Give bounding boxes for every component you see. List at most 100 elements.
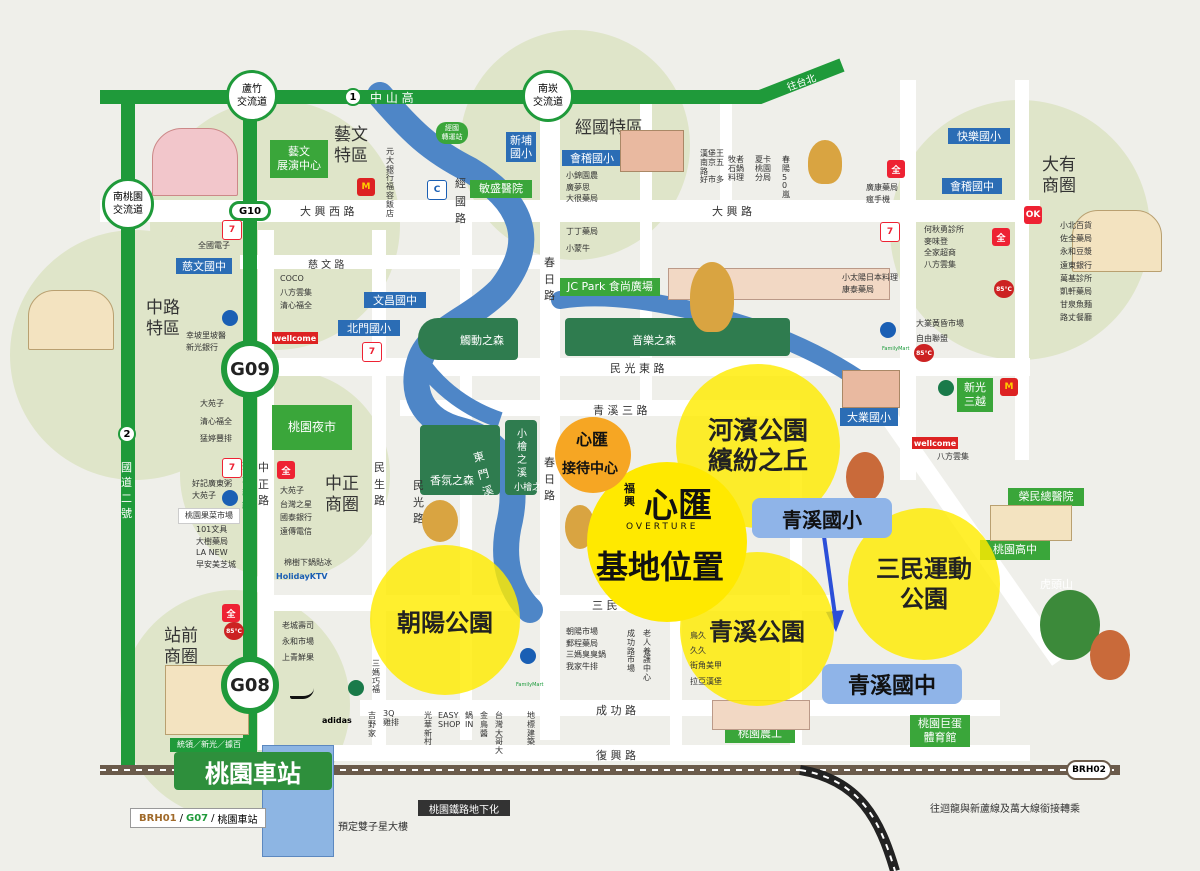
highway-1-shield: 1 <box>344 88 362 106</box>
taoyuan-station-label: 桃園車站 <box>174 752 332 790</box>
poi-right-col: 鳥久 久久 街角美甲 拉亞漢堡 <box>690 631 722 686</box>
metro-g08[interactable]: G08 <box>221 656 279 714</box>
label-xiangqi: 香氛之森 <box>430 474 474 487</box>
building-dayou <box>1072 210 1162 272</box>
poi-v8: 3Q 雞排 <box>383 709 399 727</box>
poi-left-2: 幸坡里坡醫 新光銀行 <box>186 331 226 352</box>
road-xiaotan-label: 小檜之溪 <box>517 429 527 479</box>
building-rongmin <box>990 505 1072 541</box>
poi-left-5: 桃園果菜市場 <box>178 508 240 524</box>
poi-left-3: 大苑子 清心福全 猛婷豐排 <box>200 399 232 444</box>
site-brand-en: OVERTURE <box>626 522 699 532</box>
label-chudong: 觸動之森 <box>460 334 504 347</box>
metro-g09-text: G09 <box>230 358 270 380</box>
poi-v15: 老 人 養 護 中 心 <box>643 629 651 682</box>
metro-taipei-icon-4 <box>222 490 238 506</box>
metro-g09[interactable]: G09 <box>221 340 279 398</box>
school-kuaile: 快樂國小 <box>948 128 1010 144</box>
poi-v1: 元大銀行 福容飯店 <box>386 147 394 218</box>
underground-label: 桃園鐵路地下化 <box>418 800 510 816</box>
metro-taipei-icon <box>222 310 238 326</box>
metro-taipei-icon-3 <box>520 648 536 664</box>
road-daxing-label: 大 興 路 <box>712 205 752 218</box>
transfer-label: 往迴龍與新蘆線及萬大線銜接轉乘 <box>930 804 1080 815</box>
brh01-caption: BRH01 / G07 / 桃園車站 <box>130 808 267 828</box>
seven-eleven-icon-3: 7 <box>880 222 900 242</box>
seven-eleven-icon-4: 7 <box>222 458 242 478</box>
poi-right-3: 大業黃昏市場 自由聯盟 <box>916 319 964 344</box>
reception-label: 接待中心 <box>562 461 618 477</box>
interchange-nankan: 南崁 交流道 <box>522 70 574 122</box>
label-xinguang: 新光 三越 <box>957 378 993 412</box>
familymart-icon-2: FamilyMart <box>516 682 544 688</box>
poi-jingguo: 小錦園農 廣夢思 大很藥局 <box>566 171 598 204</box>
school-wenchang: 文昌國中 <box>364 292 426 308</box>
label-night-market: 桃園夜市 <box>272 405 352 450</box>
pxmart-icon: 全 <box>277 461 295 479</box>
highway-2-number: 2 <box>123 428 131 440</box>
metro-g10-text: G10 <box>238 205 262 217</box>
poi-v18: 吉 野 家 <box>368 711 376 738</box>
site-brand-prefix: 福 興 <box>624 482 635 509</box>
road-zhongzheng-label: 中正路 <box>258 461 269 507</box>
label-xiaotan: 小檜之森 <box>514 483 551 493</box>
highway-zhongshan-label: 中 山 高 <box>370 91 414 105</box>
school-huiji: 會稽國小 <box>562 150 622 166</box>
poi-v9: 光 華 新 村 <box>424 711 432 747</box>
highway-guodao2-label: 國道二號 <box>121 461 132 521</box>
interchange-nantaoyuan: 南桃園 交流道 <box>102 178 154 230</box>
g07-text: G07 <box>185 812 209 824</box>
road-fuxing-label: 復 興 路 <box>596 749 636 762</box>
label-hulu: 虎頭山 <box>1040 578 1073 591</box>
poi-left-1: 全國電子 <box>198 241 230 250</box>
road-chunri <box>540 100 560 740</box>
district-zhanqian: 站前 商圈 <box>164 626 198 668</box>
pxmart-icon-4: 全 <box>222 604 240 622</box>
pxmart-icon-2: 全 <box>887 160 905 178</box>
poi-jc: 丁丁藥局 小蒙牛 <box>566 227 598 253</box>
poi-right-1: 何秋勇診所 麥味登 全家超商 八方雲集 <box>924 225 964 269</box>
poi-v6: 三媽 巧福 <box>372 659 380 695</box>
road-minsheng-label: 民生路 <box>374 461 385 507</box>
reception-circle <box>555 417 631 493</box>
highway-2-shield: 2 <box>118 425 136 443</box>
holiday-ktv-icon: HolidayKTV <box>276 572 328 581</box>
mcdonalds-icon: M <box>357 178 375 196</box>
tree-1 <box>808 140 842 184</box>
road-chunri2-label: 春日路 <box>544 456 555 502</box>
school-daye: 大業國小 <box>840 408 898 426</box>
poi-right-5: 八方雲集 <box>937 452 969 461</box>
poi-v12: 金 鳥 醬 <box>480 711 488 738</box>
road-chunri-label: 春日路 <box>544 256 555 302</box>
poi-dayou-right: 小太陽日本料理 康泰藥局 <box>842 273 898 294</box>
label-jingguo-station: 經國 轉運站 <box>436 122 468 144</box>
sep-1: / <box>179 812 183 824</box>
school-xinpu: 新埔 國小 <box>506 132 536 162</box>
district-zhonglu: 中路 特區 <box>146 298 180 340</box>
poi-left-6: 101文具 大樹藥局 LA NEW 早安美芝城 <box>196 525 236 569</box>
carrefour-icon: C <box>427 180 447 200</box>
park-xiaotan <box>505 420 537 495</box>
poi-mid-3: 棉樹下鍋貼冰 <box>284 558 332 567</box>
wellcome-icon-2: wellcome <box>912 437 958 449</box>
building-jingguo-hall <box>620 130 684 172</box>
site-label: 基地位置 <box>596 548 725 586</box>
road-sanmin-label: 三 民 <box>592 599 618 612</box>
park-chaoyang: 朝陽公園 <box>370 545 520 695</box>
school-huiji-mid: 會稽國中 <box>942 178 1002 194</box>
district-zhongzheng: 中正 商圈 <box>325 474 359 516</box>
road-daxing <box>100 200 1040 222</box>
brh02-badge: BRH02 <box>1066 760 1112 780</box>
brh01-text: BRH01 <box>139 812 177 824</box>
label-jcpark: JC Park 食尚廣場 <box>560 278 660 296</box>
poi-xinjiang: 廣康藥局 瘋手機 <box>866 183 898 204</box>
road-fuxing <box>330 745 1030 761</box>
road-daxing-west-label: 大 興 西 路 <box>300 205 355 218</box>
metro-taipei-icon-2 <box>880 322 896 338</box>
interchange-luzhu: 蘆竹 交流道 <box>226 70 278 122</box>
park-yinyue <box>565 318 790 356</box>
metro-g10: G10 <box>229 201 271 221</box>
district-dayou: 大有 商圈 <box>1042 155 1076 197</box>
brh02-text: BRH02 <box>1072 765 1106 775</box>
